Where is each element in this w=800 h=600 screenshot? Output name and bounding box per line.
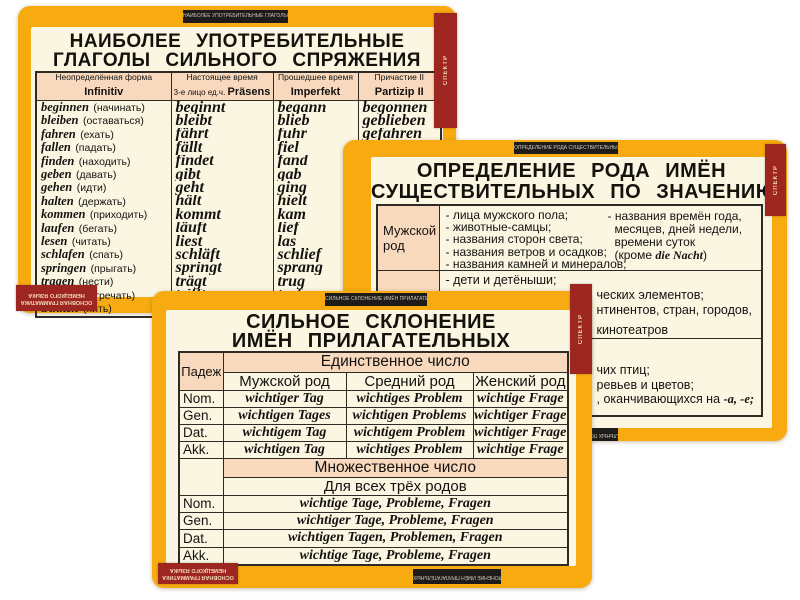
neuter-rule-item: - дети и детёныши; <box>445 273 557 288</box>
publisher-label-line1: ОСНОВНАЯ ГРАММАТИКА <box>20 299 93 305</box>
declension-row: Gen.wichtiger Tage, Probleme, Fragen <box>178 511 569 530</box>
poster-adjective-declension: СИЛЬНОЕ СКЛОНЕНИЕ ИМЁН ПРИЛАГАТЕЛЬНЫХ СИ… <box>152 291 592 588</box>
publisher-red-label: ОСНОВНАЯ ГРАММАТИКА НЕМЕЦКОГО ЯЗЫКА <box>16 285 97 311</box>
declension-row: Akk.wichtige Tage, Probleme, Fragen <box>178 546 569 565</box>
neuter-rule-fragment: нтинентов, стран, городов, <box>596 303 752 318</box>
poster-strong-verbs-top-bar: НАИБОЛЕЕ УПОТРЕБИТЕЛЬНЫЕ ГЛАГОЛЫ СИЛЬНОГ… <box>183 10 288 23</box>
publisher-spine-label: СПЕКТР <box>765 144 786 216</box>
poster-noun-gender-title-line2: СУЩЕСТВИТЕЛЬНЫХ ПО ЗНАЧЕНИЮ <box>371 181 777 203</box>
neuter-rule-fragment: ческих элементов; <box>596 288 704 303</box>
plural-header-row: Множественное число <box>178 457 569 496</box>
declension-row: Nom.wichtige Tage, Probleme, Fragen <box>178 494 569 513</box>
poster-adjective-title-line1: СИЛЬНОЕ СКЛОНЕНИЕ <box>246 311 496 333</box>
poster-noun-gender-title-line1: ОПРЕДЕЛЕНИЕ РОДА ИМЁН <box>416 160 727 182</box>
plural-case-spacer <box>178 457 224 496</box>
gender-label-masculine: Мужской род <box>376 204 440 272</box>
poster-adjective-bottom-bar-text: СИЛЬНОЕ СКЛОНЕНИЕ ИМЁН ПРИЛАГАТЕЛЬНЫХ <box>413 574 501 580</box>
masculine-rule-list: - лица мужского пола; - животные-самцы; … <box>445 208 627 271</box>
poster-strong-verbs-top-bar-text: НАИБОЛЕЕ УПОТРЕБИТЕЛЬНЫЕ ГЛАГОЛЫ СИЛЬНОГ… <box>183 13 288 19</box>
adjective-declension-table: Падеж Единственное число Мужской род Сре… <box>178 351 570 566</box>
poster-noun-gender-top-bar-text: ОПРЕДЕЛЕНИЕ РОДА СУЩЕСТВИТЕЛЬНЫХ ПО ЗНАЧ… <box>514 145 618 151</box>
gender-header-feminine: Женский род <box>472 371 569 391</box>
poster-adjective-title-line2: ИМЁН ПРИЛАГАТЕЛЬНЫХ <box>231 330 511 352</box>
feminine-rule-fragment: чих птиц; <box>596 363 650 378</box>
singular-header-row: Падеж Единственное число <box>178 351 569 391</box>
poster-adjective-top-bar: СИЛЬНОЕ СКЛОНЕНИЕ ИМЁН ПРИЛАГАТЕЛЬНЫХ <box>325 293 427 306</box>
poster-noun-gender-top-bar: ОПРЕДЕЛЕНИЕ РОДА СУЩЕСТВИТЕЛЬНЫХ ПО ЗНАЧ… <box>514 142 618 154</box>
gender-header-masculine: Мужской род <box>222 371 347 391</box>
plural-section-header: Множественное число <box>222 457 569 478</box>
publisher-spine-label: СПЕКТР <box>570 284 592 374</box>
publisher-spine-text: СПЕКТР <box>772 164 779 196</box>
publisher-spine-text: СПЕКТР <box>578 313 584 345</box>
feminine-rule-fragment: ревьев и цветов; <box>596 378 694 393</box>
poster-adjective-top-bar-text: СИЛЬНОЕ СКЛОНЕНИЕ ИМЁН ПРИЛАГАТЕЛЬНЫХ <box>325 296 427 302</box>
masculine-rule-right-column: - названия времён года, месяцев, дней не… <box>607 209 743 262</box>
publisher-label-line2: НЕМЕЦКОГО ЯЗЫКА <box>28 292 85 298</box>
gender-row-masculine: Мужской род - лица мужского пола; - живо… <box>376 204 763 272</box>
publisher-spine-text: СПЕКТР <box>442 55 449 86</box>
neuter-rule-fragment: кинотеатров <box>596 323 669 338</box>
poster-strong-verbs-title-line1: НАИБОЛЕЕ УПОТРЕБИТЕЛЬНЫЕ <box>69 31 405 52</box>
poster-adjective-panel: СИЛЬНОЕ СКЛОНЕНИЕ ИМЁН ПРИЛАГАТЕЛЬНЫХ Па… <box>166 310 576 566</box>
publisher-label-line2: НЕМЕЦКОГО ЯЗЫКА <box>169 567 227 574</box>
publisher-label-line1: ОСНОВНАЯ ГРАММАТИКА <box>162 574 234 581</box>
publisher-red-label: ОСНОВНАЯ ГРАММАТИКА НЕМЕЦКОГО ЯЗЫКА <box>158 563 238 584</box>
gender-header-neuter: Средний род <box>345 371 474 391</box>
declension-row: Dat.wichtigen Tagen, Problemen, Fragen <box>178 528 569 548</box>
plural-subheader: Для всех трёх родов <box>222 476 569 496</box>
publisher-spine-label: СПЕКТР <box>434 13 457 128</box>
singular-section-header: Единственное число <box>222 351 569 373</box>
gender-header-row: Мужской род Средний род Женский род <box>179 371 569 391</box>
gender-rules-masculine: - лица мужского пола; - животные-самцы; … <box>438 204 763 272</box>
poster-strong-verbs-title-line2: ГЛАГОЛЫ СИЛЬНОГО СПРЯЖЕНИЯ <box>53 50 421 71</box>
plural-subheader-row: Для всех трёх родов <box>179 476 569 496</box>
feminine-rule-fragment: , оканчивающихся на -a, -e; <box>596 392 755 407</box>
case-column-header: Падеж <box>178 351 224 391</box>
poster-adjective-bottom-bar: СИЛЬНОЕ СКЛОНЕНИЕ ИМЁН ПРИЛАГАТЕЛЬНЫХ <box>413 569 501 584</box>
